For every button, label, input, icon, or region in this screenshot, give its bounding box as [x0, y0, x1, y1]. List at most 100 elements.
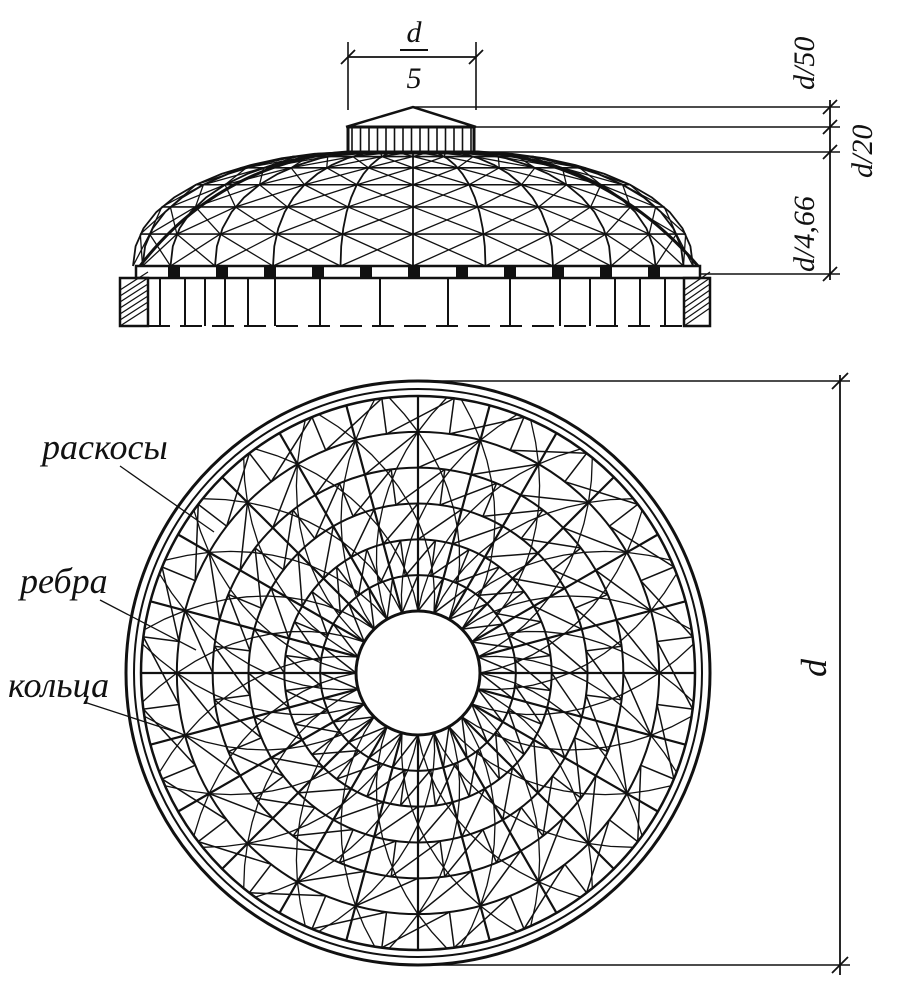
plan-brace	[562, 501, 590, 529]
plan-brace	[509, 416, 525, 451]
plan-brace	[471, 641, 513, 649]
plan-brace	[354, 439, 366, 475]
plan-brace	[348, 716, 375, 743]
plan-brace	[494, 732, 501, 780]
elev-brace	[259, 167, 327, 186]
elev-brace	[195, 167, 247, 186]
plan-brace	[391, 732, 403, 768]
plan-brace	[470, 871, 482, 907]
plan-brace	[479, 672, 513, 699]
plan-brace	[227, 594, 251, 652]
plan-brace	[640, 580, 694, 638]
plan-brace	[401, 574, 419, 614]
plan-brace	[471, 703, 504, 723]
plan-brace	[285, 689, 328, 712]
plan-brace	[381, 911, 450, 949]
elev-brace	[412, 151, 445, 158]
plan-brace	[184, 734, 241, 777]
elev-brace	[579, 167, 602, 186]
plan-brace	[637, 765, 642, 842]
plan-brace	[246, 501, 274, 529]
plan-brace	[390, 840, 441, 878]
elev-brace	[682, 234, 687, 267]
elev-brace	[340, 233, 414, 267]
plan-brace	[368, 587, 388, 620]
height-lantern-label: d/20	[846, 125, 879, 178]
diameter-dimension: d	[418, 372, 850, 975]
plan-brace	[510, 449, 587, 454]
elev-brace	[347, 184, 414, 208]
plan-brace	[476, 566, 500, 596]
elev-brace	[240, 155, 297, 169]
plan-brace	[296, 463, 316, 496]
plan-brace	[392, 734, 419, 768]
height-dimensions: d/50 d/20 d/4,66	[413, 37, 879, 282]
elev-brace	[517, 155, 580, 169]
elev-brace	[457, 167, 522, 186]
plan-brace	[336, 750, 360, 780]
plan-brace	[595, 551, 628, 571]
plan-brace	[552, 775, 582, 799]
plan-brace	[509, 895, 525, 930]
plan-brace	[657, 703, 693, 710]
hatch-line-left	[119, 295, 149, 315]
plan-brace	[208, 552, 221, 620]
plan-brace	[311, 749, 359, 756]
plan-brace	[323, 688, 359, 700]
elev-brace	[629, 184, 657, 208]
plan-brace	[282, 509, 294, 570]
plan-brace	[348, 725, 388, 743]
plan-brace	[562, 527, 628, 554]
plan-brace	[585, 819, 611, 893]
plan-brace	[332, 703, 365, 723]
hatch-line-left	[119, 289, 149, 309]
plan-brace	[470, 439, 482, 475]
elev-brace	[663, 206, 677, 235]
plan-brace	[482, 483, 498, 517]
plan-spiral-brace	[461, 595, 692, 631]
elev-brace	[590, 206, 650, 235]
elev-brace	[585, 167, 623, 186]
label-braces: раскосы	[39, 427, 168, 467]
plan-brace	[272, 463, 299, 529]
plan-brace	[335, 566, 342, 614]
plan-spiral-brace	[144, 595, 375, 631]
plan-brace	[338, 829, 354, 863]
plan-brace	[319, 672, 359, 690]
elev-brace	[483, 206, 539, 235]
elev-brace	[477, 206, 550, 235]
plan-brace	[622, 672, 652, 736]
plan-brace	[239, 502, 249, 571]
plan-brace	[471, 623, 504, 643]
elev-brace	[477, 184, 522, 208]
elev-brace	[290, 155, 309, 169]
elev-brace	[600, 184, 656, 208]
plan-brace	[332, 623, 359, 658]
elev-brace	[552, 233, 607, 267]
plan-brace	[254, 797, 315, 809]
elev-brace	[304, 184, 349, 208]
plan-brace	[520, 509, 544, 539]
hatch-line-right	[683, 307, 711, 327]
plan-brace	[477, 688, 504, 723]
hatch-line-left	[119, 271, 149, 291]
plan-brace	[595, 775, 628, 795]
plan-brace	[142, 708, 196, 766]
plan-brace	[520, 807, 544, 837]
plan-brace	[248, 672, 290, 709]
elev-brace	[412, 184, 470, 208]
plan-brace	[311, 895, 327, 930]
elev-brace	[412, 155, 445, 169]
plan-brace	[297, 870, 365, 883]
elev-brace	[272, 233, 343, 267]
elev-brace	[368, 155, 414, 169]
elev-brace	[605, 206, 632, 235]
plan-brace	[616, 609, 652, 621]
plan-brace	[448, 398, 455, 434]
plan-brace	[562, 817, 590, 845]
plan-brace	[285, 685, 322, 692]
plan-brace	[395, 468, 446, 506]
base-node	[408, 266, 420, 278]
plan-brace	[311, 591, 329, 636]
elev-brace	[412, 206, 484, 235]
